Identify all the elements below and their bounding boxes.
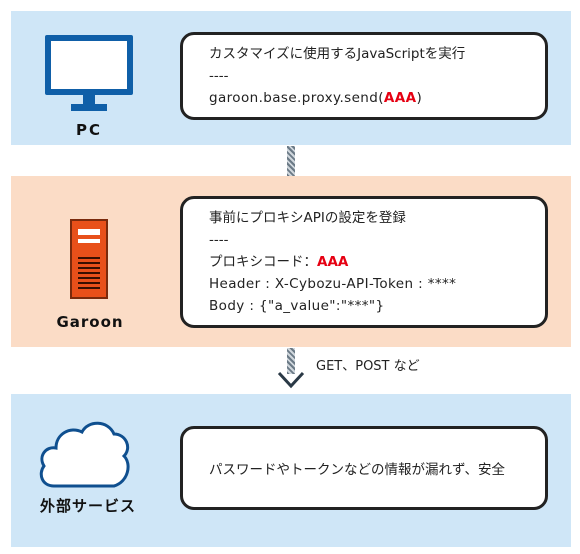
monitor-icon	[45, 35, 133, 115]
garoon-bubble-proxy-code-value: AAA	[317, 254, 349, 270]
external-bubble-line-1: パスワードやトークンなどの情報が漏れず、安全	[209, 462, 506, 478]
garoon-bubble-proxy-code-label: プロキシコード：	[209, 254, 317, 270]
garoon-speech-bubble: 事前にプロキシAPIの設定を登録 ---- プロキシコード：AAA Header…	[180, 196, 548, 328]
garoon-bubble-line-3: プロキシコード：AAA	[209, 251, 545, 273]
pc-bubble-line-1: カスタマイズに使用するJavaScriptを実行	[209, 46, 466, 62]
garoon-label: Garoon	[56, 313, 124, 331]
garoon-external-connector	[287, 348, 295, 374]
connector-method-label: GET、POST など	[316, 359, 420, 374]
pc-bubble-code-prefix: garoon.base.proxy.send(	[209, 90, 384, 106]
pc-bubble-code-highlight: AAA	[383, 90, 417, 106]
down-arrow-icon	[277, 371, 305, 389]
pc-bubble-line-3: garoon.base.proxy.send(AAA)	[209, 87, 545, 109]
external-speech-bubble: パスワードやトークンなどの情報が漏れず、安全	[180, 426, 548, 510]
pc-speech-bubble: カスタマイズに使用するJavaScriptを実行 ---- garoon.bas…	[180, 32, 548, 120]
external-service-label: 外部サービス	[39, 497, 136, 515]
pc-bubble-line-2: ----	[209, 68, 229, 84]
pc-bubble-code-suffix: )	[416, 90, 423, 106]
garoon-bubble-line-4: Header : X-Cybozu-API-Token : ****	[209, 276, 457, 292]
garoon-bubble-line-5: Body : {"a_value":"***"}	[209, 298, 385, 314]
pc-label: PC	[75, 121, 102, 139]
pc-garoon-connector	[287, 146, 295, 176]
cloud-icon	[39, 421, 130, 488]
garoon-bubble-line-2: ----	[209, 232, 229, 248]
server-icon	[70, 219, 108, 299]
garoon-bubble-line-1: 事前にプロキシAPIの設定を登録	[209, 210, 406, 226]
